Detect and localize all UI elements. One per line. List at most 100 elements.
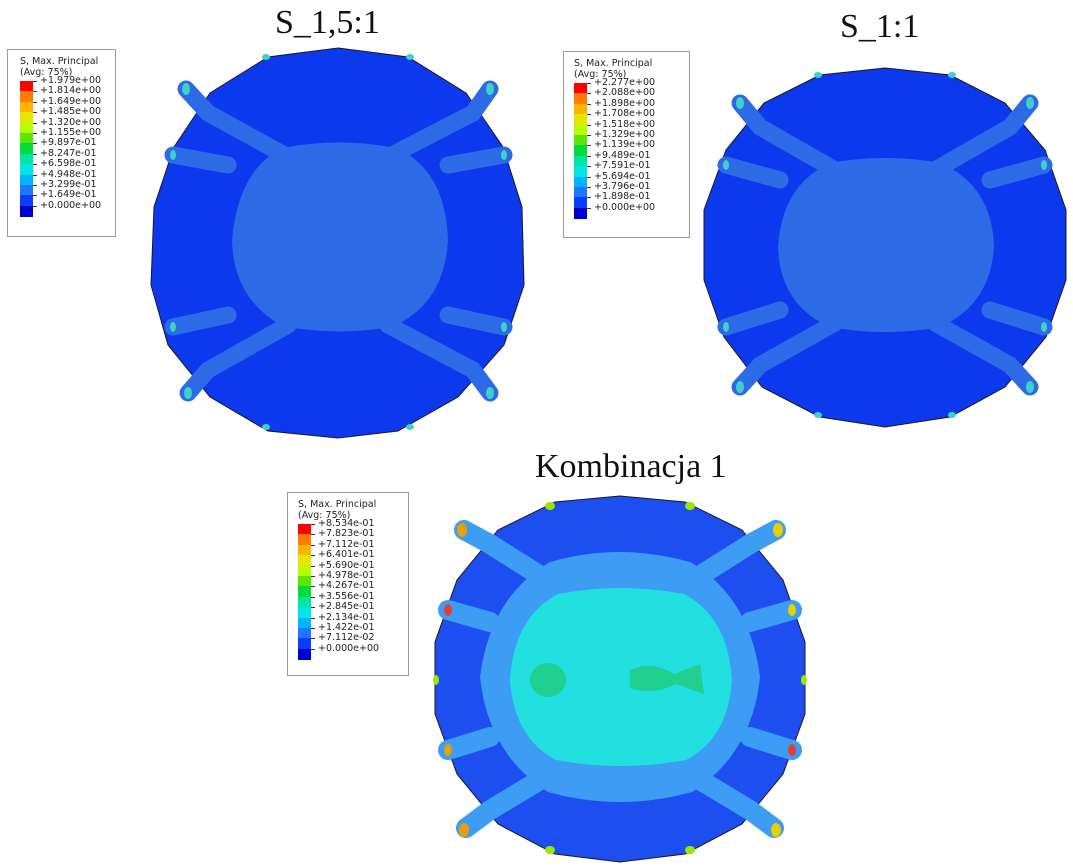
legend-tick bbox=[587, 207, 591, 209]
legend-value: +2.277e+00 bbox=[594, 77, 656, 88]
legend-swatch bbox=[20, 153, 33, 165]
stress-contour-plot bbox=[703, 67, 1067, 428]
legend-swatch bbox=[20, 185, 33, 196]
legend-swatch bbox=[20, 91, 33, 103]
legend-value: +7.112e-01 bbox=[318, 538, 375, 550]
legend-tick bbox=[33, 133, 37, 134]
legend-tick bbox=[33, 153, 37, 155]
legend-swatch bbox=[20, 101, 33, 113]
legend-tick bbox=[311, 586, 315, 588]
legend-swatch bbox=[298, 524, 311, 535]
color-legend: S, Max. Principal (Avg: 75%) +8.534e-01+… bbox=[287, 492, 409, 676]
legend-swatch bbox=[298, 555, 311, 567]
color-legend: S, Max. Principal (Avg: 75%) +1.979e+00+… bbox=[7, 49, 116, 237]
legend-value: +7.823e-01 bbox=[318, 528, 375, 540]
peak-stress-zone bbox=[630, 664, 704, 694]
legend-swatch bbox=[574, 166, 587, 178]
boundary-hotspots bbox=[170, 54, 507, 430]
legend-swatch bbox=[20, 195, 33, 207]
legend-swatch bbox=[20, 164, 33, 176]
legend-value: +1.320e+00 bbox=[40, 116, 102, 128]
legend-tick bbox=[587, 197, 591, 199]
legend-scale: +1.979e+00+1.814e+00+1.649e+00+1.485e+00… bbox=[20, 76, 109, 217]
boundary-hotspots bbox=[723, 72, 1047, 418]
legend-swatch bbox=[20, 122, 33, 134]
legend-tick bbox=[311, 524, 315, 525]
legend-tick bbox=[33, 164, 37, 166]
legend-swatch bbox=[20, 112, 33, 124]
legend-tick bbox=[311, 607, 315, 609]
legend-value: +1.708e+00 bbox=[594, 108, 656, 120]
legend-value: +3.796e-01 bbox=[594, 181, 651, 192]
legend-value: +3.299e-01 bbox=[40, 179, 97, 190]
legend-value: +1.649e+00 bbox=[40, 95, 102, 107]
legend-value: +2.134e-01 bbox=[318, 611, 375, 623]
legend-tick bbox=[33, 122, 37, 124]
legend-tick bbox=[587, 135, 591, 136]
legend-tick bbox=[587, 124, 591, 126]
legend-tick bbox=[311, 617, 315, 619]
legend-value: +1.814e+00 bbox=[40, 85, 102, 97]
legend-variable: S, Max. Principal bbox=[20, 56, 99, 67]
legend-swatch bbox=[574, 93, 587, 105]
legend-tick bbox=[33, 81, 37, 82]
legend-averaging: (Avg: 75%) bbox=[574, 69, 627, 80]
high-stress-core bbox=[510, 588, 732, 766]
legend-tick bbox=[311, 576, 315, 577]
legend-scale: +2.277e+00+2.088e+00+1.898e+00+1.708e+00… bbox=[574, 78, 683, 219]
legend-value: +1.485e+00 bbox=[40, 106, 102, 118]
legend-swatch bbox=[574, 135, 587, 146]
legend-tick bbox=[311, 555, 315, 557]
legend-tick bbox=[587, 155, 591, 157]
legend-value: +1.155e+00 bbox=[40, 127, 102, 138]
legend-scale: +8.534e-01+7.823e-01+7.112e-01+6.401e-01… bbox=[298, 519, 402, 660]
legend-tick bbox=[33, 91, 37, 93]
panel-title: S_1,5:1 bbox=[275, 4, 380, 41]
legend-swatch bbox=[20, 205, 33, 217]
legend-value: +5.690e-01 bbox=[318, 559, 375, 571]
legend-value: +4.978e-01 bbox=[318, 570, 375, 581]
legend-tick bbox=[587, 114, 591, 116]
legend-tick bbox=[587, 176, 591, 178]
legend-value: +0.000e+00 bbox=[40, 199, 102, 211]
legend-tick bbox=[33, 112, 37, 114]
legend-variable: S, Max. Principal bbox=[574, 58, 653, 69]
legend-tick bbox=[33, 143, 37, 145]
legend-swatch bbox=[574, 197, 587, 209]
legend-value: +1.979e+00 bbox=[40, 75, 102, 86]
legend-tick bbox=[311, 534, 315, 536]
legend-swatch bbox=[574, 114, 587, 126]
legend-swatch bbox=[574, 176, 587, 188]
legend-tick bbox=[311, 648, 315, 650]
legend-tick bbox=[587, 103, 591, 105]
legend-swatch bbox=[574, 103, 587, 115]
legend-swatch bbox=[298, 617, 311, 629]
legend-value: +1.518e+00 bbox=[594, 118, 656, 130]
legend-swatch bbox=[574, 83, 587, 94]
legend-swatch bbox=[574, 145, 587, 157]
legend-tick bbox=[311, 638, 315, 640]
legend-value: +2.845e-01 bbox=[318, 601, 375, 613]
low-stress-core bbox=[232, 142, 448, 332]
legend-swatch bbox=[574, 124, 587, 136]
legend-swatch bbox=[574, 207, 587, 219]
legend-swatch bbox=[298, 544, 311, 556]
legend-value: +7.591e-01 bbox=[594, 160, 651, 172]
legend-tick bbox=[33, 185, 37, 186]
legend-value: +9.897e-01 bbox=[40, 137, 97, 149]
legend-value: +1.329e+00 bbox=[594, 129, 656, 140]
legend-tick bbox=[311, 628, 315, 629]
legend-value: +4.267e-01 bbox=[318, 580, 375, 592]
legend-swatch bbox=[298, 638, 311, 650]
legend-tick bbox=[587, 145, 591, 147]
legend-value: +7.112e-02 bbox=[318, 632, 375, 644]
legend-swatch bbox=[298, 534, 311, 546]
stress-contour-plot bbox=[433, 495, 807, 863]
legend-swatch bbox=[298, 565, 311, 577]
legend-swatch bbox=[298, 576, 311, 587]
legend-value: +1.422e-01 bbox=[318, 622, 375, 633]
legend-variable: S, Max. Principal bbox=[298, 499, 377, 510]
stress-arms bbox=[164, 80, 513, 402]
panel-title: S_1:1 bbox=[840, 8, 920, 45]
legend-value: +0.000e+00 bbox=[318, 642, 380, 654]
